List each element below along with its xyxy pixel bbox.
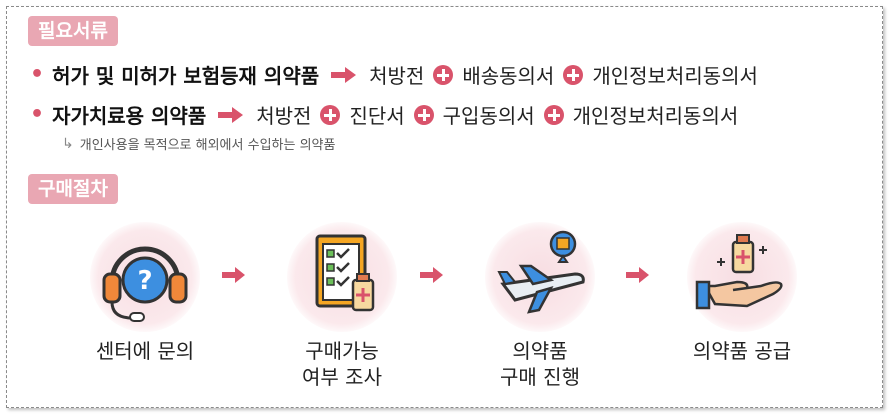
checklist-icon (315, 234, 375, 312)
doc-purchase-consent: 구입동의서 (442, 104, 535, 128)
plus-icon (433, 64, 454, 85)
doc-privacy-consent: 개인정보처리동의서 (572, 104, 739, 128)
note-text: 개인사용을 목적으로 해외에서 수입하는 의약품 (79, 138, 336, 153)
note-line: ↳ 개인사용을 목적으로 해외에서 수입하는 의약품 (62, 134, 336, 154)
plus-icon (320, 104, 341, 125)
step-blob: ? (90, 222, 200, 332)
step-supply: 의약품 공급 (662, 222, 822, 364)
required-documents-tag: 필요서류 (28, 16, 118, 46)
plus-icon (543, 104, 564, 125)
step-label-line1: 구매가능 (305, 339, 379, 363)
svg-text:?: ? (137, 266, 152, 296)
plus-icon (563, 64, 584, 85)
step-blob (687, 222, 797, 332)
row-self-treatment-medicine: • 자가치료용 의약품 처방전 진단서 구입동의서 개인정보처리동의서 (30, 100, 738, 129)
step-inquiry: ? 센터에 문의 (65, 222, 225, 364)
doc-privacy-consent: 개인정보처리동의서 (592, 64, 758, 88)
airplane-icon (497, 230, 585, 314)
flow-arrow-icon (222, 267, 245, 283)
purchase-procedure-tag: 구매절차 (28, 174, 118, 204)
step-availability-check: 구매가능 여부 조사 (262, 222, 422, 390)
step-label-line1: 의약품 (512, 339, 568, 363)
right-arrow-icon (331, 66, 357, 83)
hand-medicine-icon (695, 234, 783, 310)
bullet-dot: • (30, 102, 45, 127)
step-label-line2: 구매 진행 (500, 365, 580, 389)
doc-diagnosis: 진단서 (349, 104, 405, 128)
plus-icon (413, 104, 434, 125)
step-label: 센터에 문의 (95, 339, 195, 363)
step-label: 의약품 공급 (692, 339, 792, 363)
bullet-dot: • (30, 62, 45, 87)
step-label-line2: 여부 조사 (302, 365, 382, 389)
doc-delivery-consent: 배송동의서 (462, 64, 555, 88)
step-purchase: 의약품 구매 진행 (460, 222, 620, 390)
headset-question-icon: ? (102, 246, 188, 322)
row-title: 자가치료용 의약품 (52, 104, 207, 128)
right-arrow-icon (218, 106, 244, 123)
doc-prescription: 처방전 (256, 104, 312, 128)
doc-prescription: 처방전 (369, 64, 425, 88)
step-blob (485, 222, 595, 332)
row-title: 허가 및 미허가 보험등재 의약품 (52, 64, 320, 88)
return-arrow-icon: ↳ (62, 135, 74, 152)
flow-arrow-icon (626, 267, 649, 283)
flow-arrow-icon (420, 267, 443, 283)
step-blob (287, 222, 397, 332)
row-insured-medicine: • 허가 및 미허가 보험등재 의약품 처방전 배송동의서 개인정보처리동의서 (30, 60, 758, 89)
